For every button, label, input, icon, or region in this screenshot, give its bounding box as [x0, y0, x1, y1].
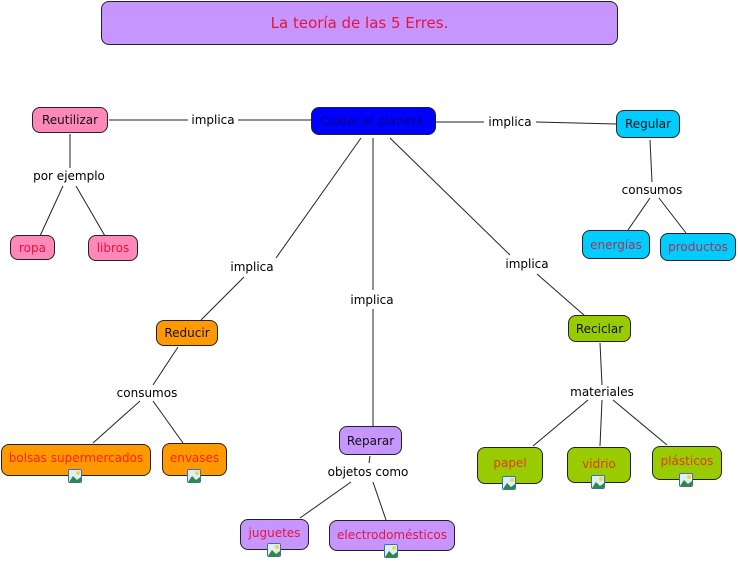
link-label-implica: implica	[485, 115, 535, 129]
link-line	[658, 197, 687, 234]
concept-bolsas-supermercados[interactable]: bolsas supermercados	[1, 444, 151, 476]
link-line	[649, 139, 653, 183]
link-label-implica: implica	[188, 113, 238, 127]
link-line	[627, 197, 651, 231]
concept-ropa[interactable]: ropa	[10, 235, 55, 260]
concept-productos[interactable]: productos	[660, 233, 736, 261]
link-label-implica: implica	[347, 293, 397, 307]
concept-reciclar[interactable]: Reciclar	[568, 315, 631, 342]
link-label-consumos: consumos	[618, 183, 686, 197]
concept-energias[interactable]: energías	[582, 230, 650, 259]
link-line	[532, 399, 589, 447]
concept-reutilizar[interactable]: Reutilizar	[32, 107, 108, 133]
link-line	[389, 137, 511, 256]
link-label-por-ejemplo: por ejemplo	[30, 169, 108, 183]
link-line	[535, 121, 617, 125]
link-line	[599, 399, 603, 447]
image-icon[interactable]	[502, 476, 516, 490]
link-line	[612, 399, 668, 446]
link-line	[372, 481, 387, 521]
link-label-consumos: consumos	[113, 386, 181, 400]
concept-center[interactable]: Cuidar el planeta.	[311, 107, 436, 135]
link-line	[536, 273, 586, 317]
link-line	[368, 455, 371, 464]
link-line	[275, 137, 362, 259]
concept-libros[interactable]: libros	[88, 235, 138, 261]
link-label-objetos-como: objetos como	[324, 465, 412, 479]
image-icon[interactable]	[591, 475, 605, 489]
image-icon[interactable]	[187, 469, 201, 483]
link-line	[152, 400, 184, 444]
link-line	[299, 481, 352, 519]
image-icon[interactable]	[384, 544, 398, 558]
image-icon[interactable]	[679, 473, 693, 487]
image-icon[interactable]	[68, 469, 82, 483]
link-label-implica: implica	[502, 257, 552, 271]
image-icon[interactable]	[267, 543, 281, 557]
link-label-implica: implica	[227, 260, 277, 274]
map-title: La teoría de las 5 Erres.	[101, 1, 618, 45]
concept-reparar[interactable]: Reparar	[339, 426, 402, 455]
link-line	[200, 276, 245, 321]
link-line	[75, 185, 106, 237]
link-line	[599, 342, 603, 386]
concept-reducir[interactable]: Reducir	[156, 320, 218, 346]
link-line	[152, 346, 179, 386]
concept-electrodomesticos[interactable]: electrodomésticos	[329, 520, 455, 551]
concept-regular[interactable]: Regular	[616, 110, 680, 138]
link-line	[92, 400, 141, 444]
link-label-materiales: materiales	[567, 385, 637, 399]
link-line	[39, 185, 64, 237]
